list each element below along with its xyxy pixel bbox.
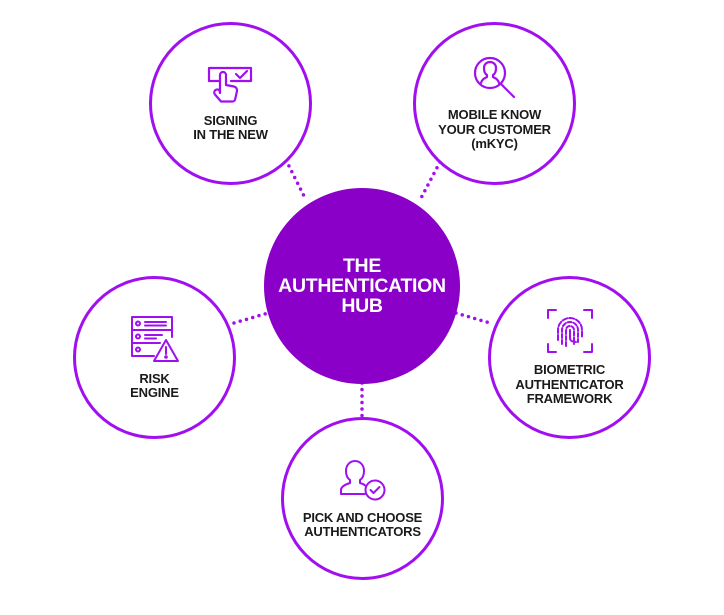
node-pick: PICK AND CHOOSE AUTHENTICATORS [281, 417, 444, 580]
hub-circle: THE AUTHENTICATION HUB [264, 188, 460, 384]
node-signing: SIGNING IN THE NEW [149, 22, 312, 185]
server-warning-icon [130, 315, 179, 362]
touch-checkbox-icon [207, 66, 252, 103]
connector-signing [284, 158, 308, 202]
node-risk: RISK ENGINE [73, 276, 236, 439]
node-pick-label: PICK AND CHOOSE AUTHENTICATORS [302, 509, 423, 539]
user-check-icon [339, 459, 385, 500]
node-risk-label: RISK ENGINE [130, 370, 179, 400]
node-mkyc: MOBILE KNOW YOUR CUSTOMER (mKYC) [413, 22, 576, 185]
fingerprint-scan-icon [546, 309, 593, 354]
connector-biometric [454, 311, 492, 325]
connector-mkyc [418, 160, 442, 202]
node-biometric-label: BIOMETRIC AUTHENTICATOR FRAMEWORK [515, 362, 624, 407]
connector-risk [232, 311, 270, 325]
node-mkyc-label: MOBILE KNOW YOUR CUSTOMER (mKYC) [438, 107, 551, 152]
node-signing-label: SIGNING IN THE NEW [193, 112, 268, 142]
hub-label: THE AUTHENTICATION HUB [278, 255, 446, 317]
node-biometric: BIOMETRIC AUTHENTICATOR FRAMEWORK [488, 276, 651, 439]
user-search-icon [473, 57, 515, 99]
